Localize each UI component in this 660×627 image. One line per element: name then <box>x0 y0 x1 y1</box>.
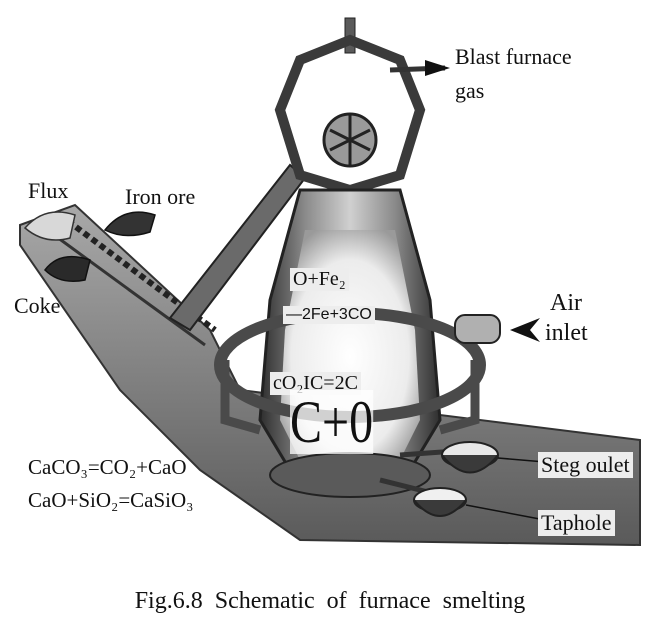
reaction-boudouard: cO₂IC=2C <box>270 372 361 395</box>
reaction-combustion: C+0 <box>290 389 374 455</box>
reaction-iron-bottom: —2Fe+3CO <box>283 306 375 324</box>
blast-gas-label: Blast furnace <box>455 44 572 69</box>
air-label: Air <box>550 290 582 316</box>
coke-pile <box>44 255 91 282</box>
blast-gas-label-2: gas <box>455 78 485 103</box>
flux-label: Flux <box>28 178 69 203</box>
air-arrow-icon <box>510 318 540 342</box>
figure-caption: Fig.6.8 Schematic of furnace smelting <box>134 588 526 614</box>
reaction-iron-top: O+Fe₂ <box>290 268 349 291</box>
slag-outlet-label: Steg oulet <box>538 452 633 478</box>
iron-ore-label: Iron ore <box>125 184 196 209</box>
gas-arrow-icon <box>425 60 450 76</box>
air-label-2: inlet <box>545 320 588 346</box>
taphole-label: Taphole <box>538 510 615 536</box>
reaction-slag: CaO+SiO₂=CaSiO₃ <box>28 488 194 512</box>
iron-ore-pile <box>103 211 156 237</box>
air-inlet-pipe <box>454 314 501 344</box>
coke-label: Coke <box>14 293 61 318</box>
gas-pipe-frame <box>274 34 426 196</box>
reaction-limestone: CaCO₃=CO₂+CaO <box>28 455 187 479</box>
flux-pile <box>23 211 76 241</box>
